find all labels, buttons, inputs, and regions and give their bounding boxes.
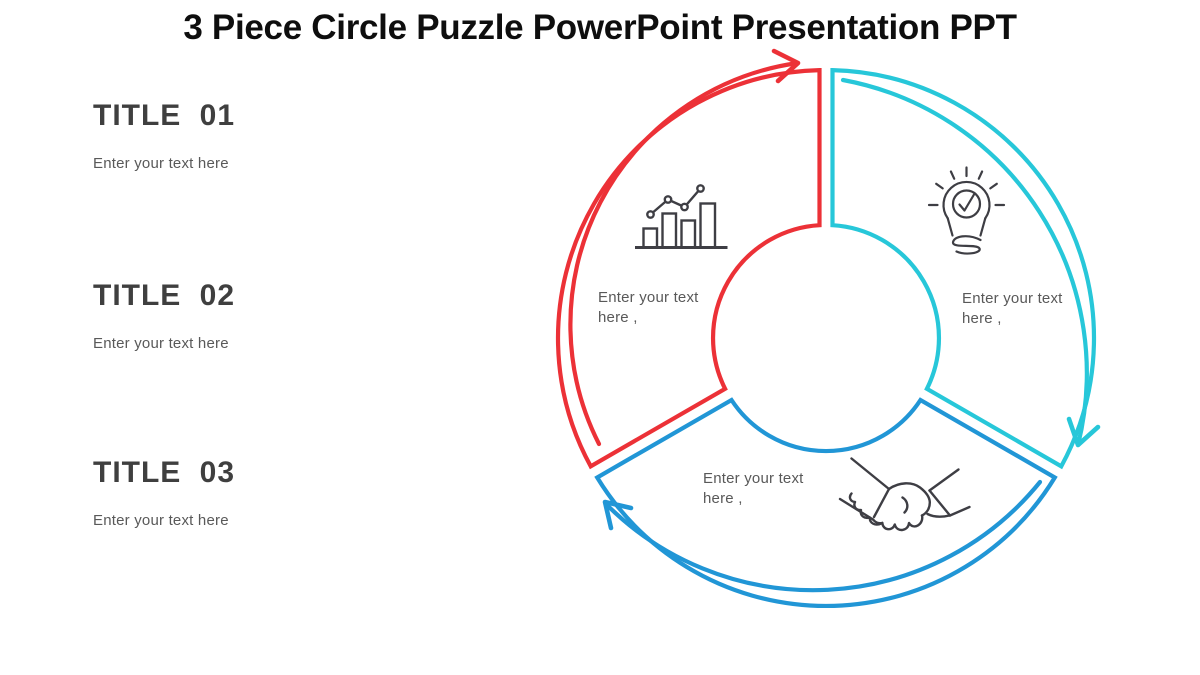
page-title: 3 Piece Circle Puzzle PowerPoint Present… bbox=[183, 8, 1017, 47]
segment-blue-label: Enter your text here , bbox=[703, 470, 804, 507]
left-panel-item-2: TITLE 02 Enter your text here bbox=[93, 278, 393, 354]
blue-arrow bbox=[602, 479, 1043, 593]
cyan-arrowhead-icon bbox=[1066, 416, 1101, 448]
blue-arrowhead-icon bbox=[602, 499, 634, 531]
segment-cyan-outline bbox=[830, 67, 1097, 470]
left-panel-item-1: TITLE 01 Enter your text here bbox=[93, 98, 393, 174]
lightbulb-icon bbox=[927, 166, 1006, 255]
handshake-icon bbox=[838, 457, 971, 532]
left-panel-item-3: TITLE 03 Enter your text here bbox=[93, 455, 393, 531]
cyan-arrow bbox=[840, 77, 1101, 448]
red-arrow bbox=[568, 48, 801, 447]
title-02-heading: TITLE 02 bbox=[93, 279, 236, 312]
blue-arrow-arc bbox=[603, 479, 1043, 593]
red-arrow-arc bbox=[568, 60, 801, 447]
cyan-arrow-arc bbox=[840, 77, 1089, 448]
bar-chart-icon bbox=[635, 184, 728, 249]
checkmark-icon bbox=[958, 193, 976, 212]
segment-cyan-label: Enter your text here , bbox=[962, 290, 1063, 327]
title-02-placeholder-text: Enter your text here bbox=[93, 335, 229, 352]
segment-red-outline bbox=[555, 67, 822, 470]
segment-blue-outline bbox=[594, 397, 1058, 608]
title-01-placeholder-text: Enter your text here bbox=[93, 155, 229, 172]
title-03-heading: TITLE 03 bbox=[93, 456, 236, 489]
title-03-placeholder-text: Enter your text here bbox=[93, 512, 229, 529]
title-01-heading: TITLE 01 bbox=[93, 99, 236, 132]
red-arrowhead-icon bbox=[771, 48, 801, 84]
segment-red-label: Enter your text here , bbox=[598, 289, 699, 326]
